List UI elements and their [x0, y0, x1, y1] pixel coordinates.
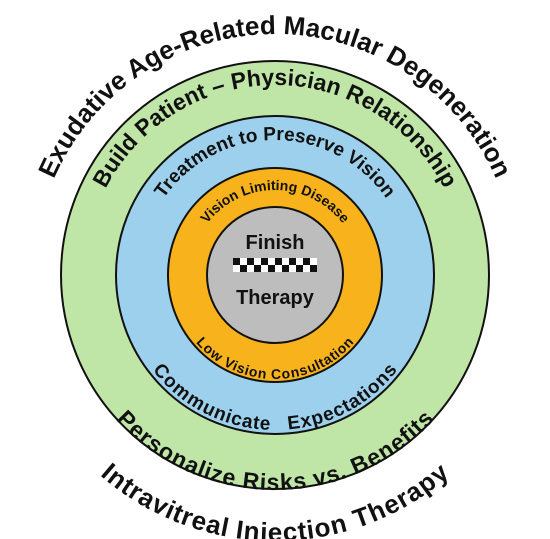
flag-square — [310, 258, 317, 265]
flag-square — [268, 265, 275, 272]
flag-square — [296, 258, 303, 265]
flag-square — [296, 265, 303, 272]
flag-square — [310, 265, 317, 272]
flag-square — [289, 258, 296, 265]
flag-square — [240, 258, 247, 265]
center-label-finish: Finish — [246, 232, 305, 254]
flag-square — [233, 258, 240, 265]
flag-square — [268, 258, 275, 265]
center-label-therapy: Therapy — [236, 287, 315, 309]
flag-square — [254, 265, 261, 272]
flag-square — [240, 265, 247, 272]
flag-square — [261, 265, 268, 272]
flag-square — [282, 258, 289, 265]
flag-square — [254, 258, 261, 265]
center-circle — [206, 206, 344, 344]
flag-square — [303, 265, 310, 272]
flag-square — [261, 258, 268, 265]
flag-square — [275, 265, 282, 272]
flag-square — [289, 265, 296, 272]
checkered-flag-icon — [233, 258, 317, 272]
flag-square — [282, 265, 289, 272]
flag-square — [233, 265, 240, 272]
flag-square — [303, 258, 310, 265]
flag-square — [275, 258, 282, 265]
flag-square — [247, 258, 254, 265]
flag-square — [247, 265, 254, 272]
